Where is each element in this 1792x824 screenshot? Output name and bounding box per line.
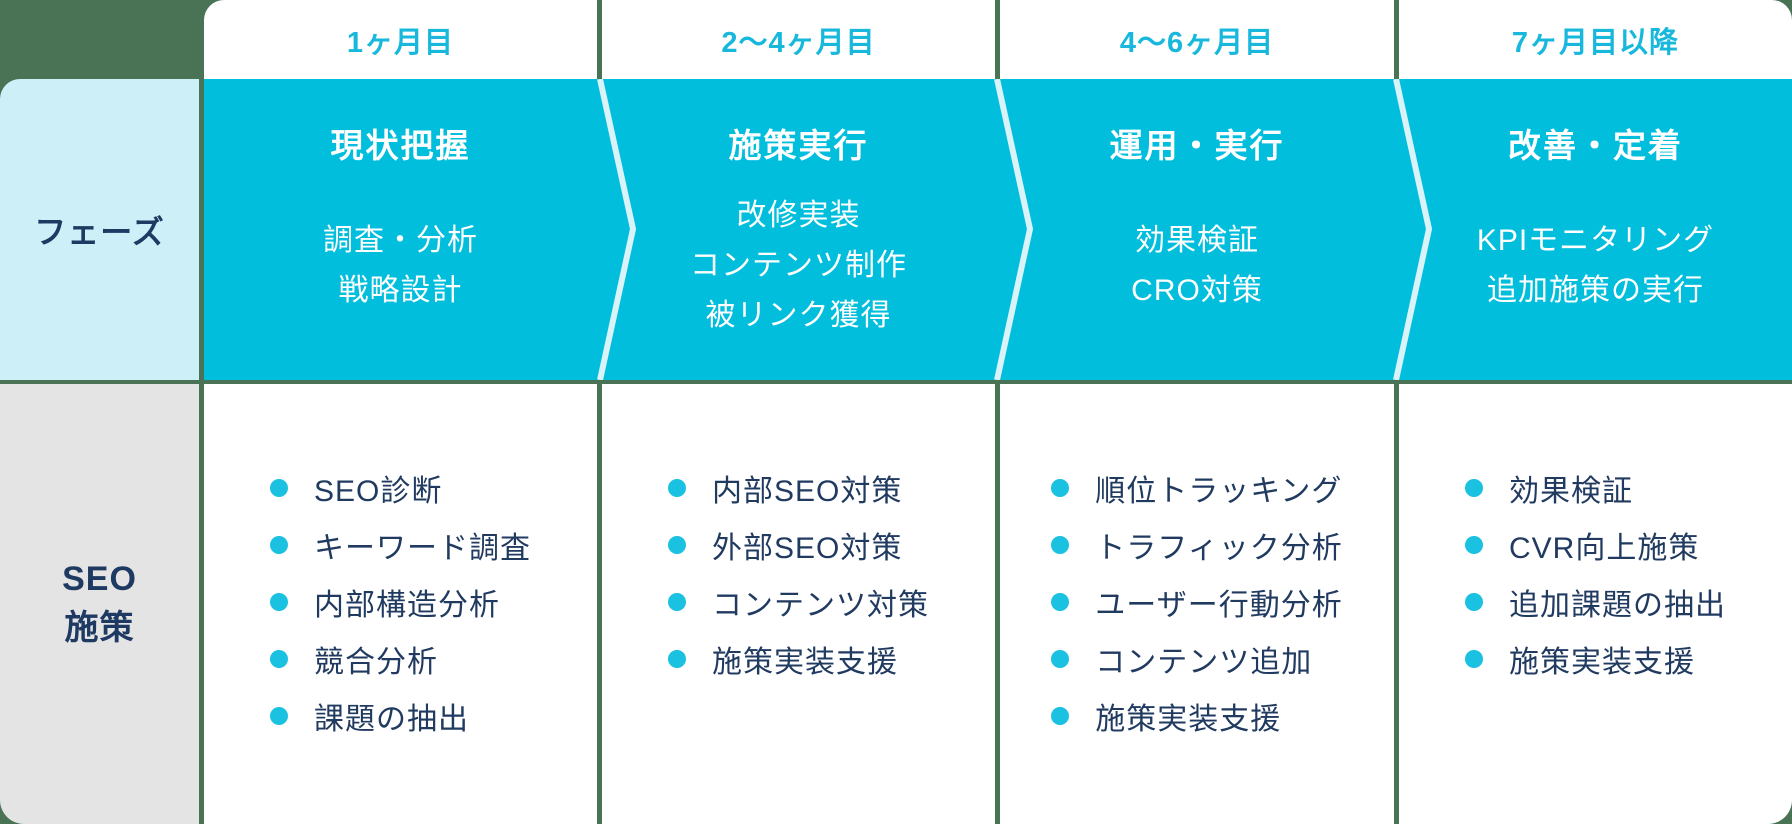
task-list: SEO診断 キーワード調査 内部構造分析 競合分析 (270, 468, 531, 736)
bullet-icon (668, 536, 686, 554)
phase-detail-line: 効果検証 (1135, 224, 1259, 257)
phase-details: KPIモニタリング追加施策の実行 (1399, 216, 1792, 316)
phase-detail-line: KPIモニタリング (1476, 224, 1715, 257)
task-list: 効果検証 CVR向上施策 追加課題の抽出 施策実装支援 (1465, 468, 1726, 679)
phase-detail-line: CRO対策 (1131, 274, 1263, 307)
task-label: 順位トラッキング (1095, 475, 1343, 508)
task-item: 内部構造分析 (270, 582, 531, 622)
task-label: キーワード調査 (314, 532, 531, 565)
phase-details: 調査・分析戦略設計 (204, 216, 597, 316)
task-label: 課題の抽出 (314, 703, 469, 736)
bullet-icon (1051, 593, 1070, 611)
task-item: 施策実装支援 (668, 639, 929, 679)
bullet-icon (270, 479, 288, 497)
row-label-seo-line2: 施策 (64, 609, 135, 647)
bullet-icon (270, 650, 288, 668)
phase-cell-3: 運用・実行 効果検証 CRO対策 (1000, 79, 1394, 380)
task-item: ユーザー行動分析 (1051, 582, 1342, 622)
task-list: 順位トラッキング トラフィック分析 ユーザー行動分析 コンテンツ追加 (1051, 468, 1342, 736)
task-list: 内部SEO対策 外部SEO対策 コンテンツ対策 施策実装支援 (668, 468, 929, 679)
period-header-month1: 1ヶ月目 (204, 0, 597, 79)
task-label: CVR向上施策 (1509, 532, 1700, 565)
bullet-icon (1051, 707, 1070, 725)
task-item: 内部SEO対策 (668, 468, 929, 508)
task-label: 効果検証 (1509, 475, 1633, 508)
task-label: 施策実装支援 (1095, 703, 1282, 736)
bullet-icon (668, 650, 686, 668)
task-label: コンテンツ対策 (712, 589, 929, 622)
task-item: コンテンツ対策 (668, 582, 929, 622)
phase-details: 効果検証 CRO対策 (1000, 216, 1394, 316)
period-label: 2〜4ヶ月目 (721, 26, 876, 59)
task-label: トラフィック分析 (1095, 532, 1343, 565)
task-label: SEO診断 (314, 475, 443, 508)
period-header-month4-6: 4〜6ヶ月目 (1000, 0, 1394, 79)
seo-tasks-cell-1: SEO診断 キーワード調査 内部構造分析 競合分析 (204, 384, 597, 824)
phase-detail-line: コンテンツ制作 (690, 249, 907, 282)
phase-detail-line: 戦略設計 (338, 274, 463, 307)
row-label-seo-line1: SEO (62, 560, 137, 598)
bullet-icon (1465, 479, 1483, 497)
row-label-phase-text: フェーズ (34, 213, 165, 250)
task-item: 競合分析 (270, 639, 531, 679)
task-label: 施策実装支援 (712, 646, 898, 679)
task-label: 追加課題の抽出 (1509, 589, 1726, 622)
task-label: ユーザー行動分析 (1095, 589, 1343, 622)
task-item: CVR向上施策 (1465, 525, 1726, 565)
task-item: SEO診断 (270, 468, 531, 508)
phase-cell-2: 施策実行 改修実装コンテンツ制作被リンク獲得 (602, 79, 995, 380)
task-item: 施策実装支援 (1051, 696, 1342, 736)
task-label: 施策実装支援 (1509, 646, 1695, 679)
phase-detail-line: 調査・分析 (323, 224, 478, 257)
task-item: 施策実装支援 (1465, 639, 1726, 679)
task-item: コンテンツ追加 (1051, 639, 1342, 679)
task-item: キーワード調査 (270, 525, 531, 565)
phase-details: 改修実装コンテンツ制作被リンク獲得 (602, 191, 995, 341)
task-item: 追加課題の抽出 (1465, 582, 1726, 622)
task-label: 内部構造分析 (314, 589, 500, 622)
phase-title: 施策実行 (728, 127, 869, 164)
seo-tasks-cell-4: 効果検証 CVR向上施策 追加課題の抽出 施策実装支援 (1399, 384, 1792, 824)
phase-detail-line: 改修実装 (736, 199, 861, 232)
task-label: コンテンツ追加 (1095, 646, 1313, 679)
phase-detail-line: 被リンク獲得 (705, 299, 892, 332)
phase-cell-4: 改善・定着 KPIモニタリング追加施策の実行 (1399, 79, 1792, 380)
bullet-icon (270, 707, 288, 725)
bullet-icon (1051, 650, 1070, 668)
bullet-icon (1465, 650, 1483, 668)
task-label: 内部SEO対策 (712, 475, 903, 508)
phase-detail-line: 追加施策の実行 (1487, 274, 1704, 307)
phase-title: 現状把握 (330, 127, 471, 164)
bullet-icon (1465, 593, 1483, 611)
task-item: 順位トラッキング (1051, 468, 1342, 508)
period-label: 4〜6ヶ月目 (1119, 26, 1275, 59)
phase-band: 現状把握 調査・分析戦略設計 施策実行 改修実装コンテンツ制作被リンク獲得 運用… (204, 79, 1792, 380)
bullet-icon (270, 593, 288, 611)
phase-title: 運用・実行 (1109, 127, 1285, 164)
phase-cell-1: 現状把握 調査・分析戦略設計 (204, 79, 597, 380)
task-label: 競合分析 (314, 646, 438, 679)
bullet-icon (1051, 536, 1070, 554)
phase-title: 改善・定着 (1508, 127, 1683, 164)
period-header-month7plus: 7ヶ月目以降 (1399, 0, 1792, 79)
bullet-icon (270, 536, 288, 554)
task-label: 外部SEO対策 (712, 532, 903, 565)
bullet-icon (1465, 536, 1483, 554)
row-label-seo-measures: SEO 施策 (0, 384, 199, 824)
task-item: 外部SEO対策 (668, 525, 929, 565)
seo-tasks-cell-3: 順位トラッキング トラフィック分析 ユーザー行動分析 コンテンツ追加 (1000, 384, 1394, 824)
bullet-icon (1051, 479, 1070, 497)
task-item: トラフィック分析 (1051, 525, 1342, 565)
task-item: 課題の抽出 (270, 696, 531, 736)
bullet-icon (668, 479, 686, 497)
row-label-phase: フェーズ (0, 79, 199, 380)
seo-tasks-cell-2: 内部SEO対策 外部SEO対策 コンテンツ対策 施策実装支援 (602, 384, 995, 824)
task-item: 効果検証 (1465, 468, 1726, 508)
period-label: 1ヶ月目 (346, 26, 455, 59)
bullet-icon (668, 593, 686, 611)
period-header-month2-4: 2〜4ヶ月目 (602, 0, 995, 79)
chevron-divider-icons (597, 79, 1433, 380)
period-label: 7ヶ月目以降 (1511, 26, 1680, 59)
